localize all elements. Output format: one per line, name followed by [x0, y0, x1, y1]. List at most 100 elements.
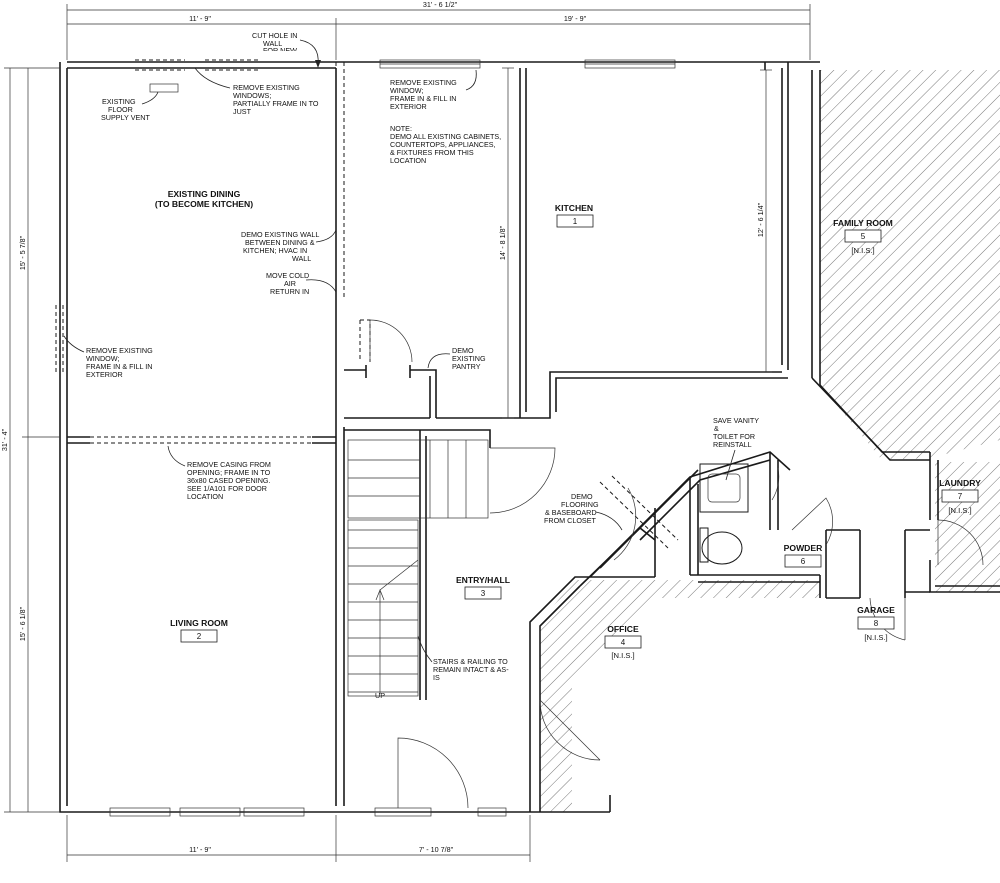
stair-up-label: UP — [375, 691, 385, 700]
note-line: COUNTERTOPS, APPLIANCES, — [390, 140, 496, 149]
note-line: & BASEBOARD — [545, 508, 597, 517]
note-demo-wall: DEMO EXISTING WALL BETWEEN DINING & KITC… — [241, 229, 337, 263]
walls — [59, 61, 1000, 813]
dim-top-right: 19' - 9" — [564, 14, 587, 23]
room-tag-box — [464, 586, 502, 600]
room-tag-box — [844, 229, 882, 243]
note-line: NOTE: — [390, 124, 412, 133]
note-demo-pantry: DEMO EXISTING PANTRY — [427, 346, 486, 371]
note-line: EXTERIOR — [86, 370, 123, 379]
note-line: FOR NEW — [263, 46, 297, 55]
dim-bottom-mid: 7' - 10 7/8" — [419, 845, 454, 854]
dim-left-upper: 15' - 5 7/8" — [18, 235, 27, 270]
note-remove-window-left: REMOVE EXISTING WINDOW; FRAME IN & FILL … — [63, 335, 153, 379]
note-save-vanity: SAVE VANITY & TOILET FOR REINSTALL — [713, 416, 759, 481]
room-tag-box — [604, 635, 642, 649]
dim-overall-top: 31' - 6 1/2" — [423, 0, 458, 9]
room-garage: GARAGE 8 [N.I.S.] — [857, 605, 895, 642]
note-line: EXISTING — [102, 97, 136, 106]
note-line: PANTRY — [452, 362, 481, 371]
vanity-icon — [699, 463, 749, 513]
room-status: [N.I.S.] — [851, 246, 874, 255]
note-demo-cabinets: NOTE: DEMO ALL EXISTING CABINETS, COUNTE… — [390, 124, 501, 165]
note-line: SAVE VANITY — [713, 416, 759, 425]
room-number: 4 — [621, 638, 626, 647]
note-line: SUPPLY VENT — [101, 113, 150, 122]
room-existing-dining: EXISTING DINING (TO BECOME KITCHEN) — [155, 189, 253, 209]
note-remove-window-kitchen: REMOVE EXISTING WINDOW; FRAME IN & FILL … — [390, 69, 477, 111]
room-tag-box — [941, 489, 979, 503]
windows — [109, 59, 676, 817]
room-tag-box — [784, 554, 822, 568]
note-line: LOCATION — [187, 492, 223, 501]
note-line: REMOVE EXISTING — [86, 346, 153, 355]
note-line: KITCHEN; HVAC IN — [243, 246, 307, 255]
demo-walls — [55, 59, 679, 549]
room-kitchen: KITCHEN 1 — [555, 203, 594, 228]
dim-left-overall: 31' - 4" — [0, 428, 9, 451]
room-number: 6 — [801, 557, 806, 566]
dim-kitchen-depth: 14' - 8 1/8" — [498, 225, 507, 260]
note-line: MOVE COLD — [266, 271, 309, 280]
note-remove-windows-partial: REMOVE EXISTING WINDOWS; PARTIALLY FRAME… — [194, 67, 319, 116]
room-number: 2 — [197, 632, 202, 641]
room-living: LIVING ROOM 2 — [170, 618, 228, 643]
note-line: DEMO — [452, 346, 474, 355]
note-move-cold-air: MOVE COLD AIR RETURN IN — [266, 271, 337, 296]
room-tag-box — [556, 214, 594, 228]
note-demo-flooring: DEMO FLOORING & BASEBOARD FROM CLOSET — [544, 492, 623, 531]
note-line: BETWEEN DINING & — [245, 238, 315, 247]
dim-kitchen-right: 12' - 6 1/4" — [756, 202, 765, 237]
floor-supply-vent-icon — [149, 83, 179, 93]
note-line: FLOOR — [108, 105, 133, 114]
note-line: REMAIN INTACT & AS- — [433, 665, 509, 674]
room-number: 5 — [861, 232, 866, 241]
note-line: LOCATION — [390, 156, 426, 165]
note-line: AIR — [284, 279, 296, 288]
stairs — [347, 439, 489, 697]
room-office: OFFICE 4 [N.I.S.] — [604, 624, 642, 660]
note-line: CUT HOLE IN — [252, 31, 297, 40]
room-number: 3 — [481, 589, 486, 598]
room-status: [N.I.S.] — [611, 651, 634, 660]
room-status: [N.I.S.] — [864, 633, 887, 642]
note-line: SEE 1/A101 FOR DOOR — [187, 484, 267, 493]
note-cut-hole: CUT HOLE IN WALL FOR NEW — [252, 31, 321, 68]
note-line: JUST — [233, 107, 252, 116]
dimension-lines — [4, 4, 811, 862]
dim-top-left: 11' - 9" — [189, 14, 211, 23]
note-line: & FIXTURES FROM THIS — [390, 148, 474, 157]
dim-bottom-left: 11' - 9" — [189, 845, 211, 854]
room-name: GARAGE — [857, 605, 895, 615]
room-name: KITCHEN — [555, 203, 593, 213]
note-line: PARTIALLY FRAME IN TO — [233, 99, 319, 108]
note-line: WINDOWS; — [233, 91, 271, 100]
note-line: WALL — [263, 39, 282, 48]
room-name: FAMILY ROOM — [833, 218, 893, 228]
note-line: WINDOW; — [86, 354, 119, 363]
note-line: DEMO — [571, 492, 593, 501]
family-room-hatch — [820, 70, 1000, 460]
room-entry-hall: ENTRY/HALL 3 — [456, 575, 510, 600]
note-line: REMOVE EXISTING — [233, 83, 300, 92]
room-tag-box — [180, 629, 218, 643]
powder-fixtures — [699, 463, 749, 565]
room-number: 1 — [573, 217, 578, 226]
note-line: OPENING; FRAME IN TO — [187, 468, 271, 477]
note-line: REINSTALL — [713, 440, 752, 449]
room-name: ENTRY/HALL — [456, 575, 510, 585]
note-line: REMOVE EXISTING — [390, 78, 457, 87]
room-status: [N.I.S.] — [948, 506, 971, 515]
note-line: FRAME IN & FILL IN — [86, 362, 152, 371]
toilet-icon — [701, 531, 743, 565]
note-line: EXISTING — [452, 354, 486, 363]
room-number: 7 — [958, 492, 963, 501]
room-name: LIVING ROOM — [170, 618, 228, 628]
room-name: OFFICE — [607, 624, 639, 634]
room-powder: POWDER 6 — [784, 543, 823, 568]
note-line: FROM CLOSET — [544, 516, 597, 525]
room-name: POWDER — [784, 543, 823, 553]
room-tag-box — [857, 616, 895, 630]
room-laundry: LAUNDRY 7 [N.I.S.] — [939, 478, 981, 515]
